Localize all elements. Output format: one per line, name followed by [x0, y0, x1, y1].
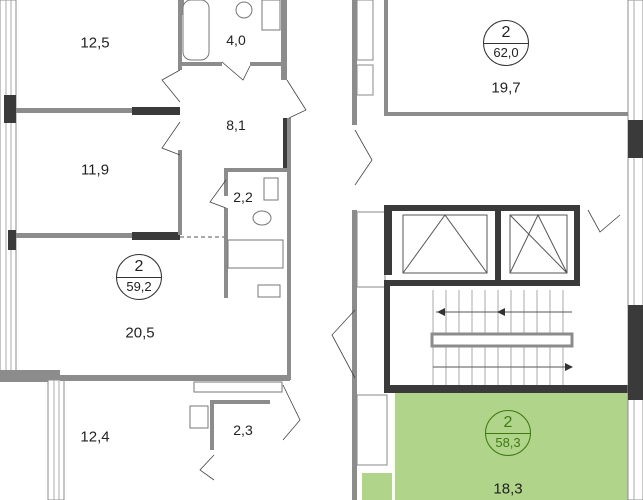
- apartment-rooms: 2: [117, 255, 161, 278]
- room-area-label: 19,7: [491, 79, 521, 97]
- room-area-label: 12,4: [80, 428, 110, 446]
- room-area-label: 18,3: [493, 480, 523, 498]
- room-area-label: 2,2: [233, 189, 253, 205]
- room-area-label: 4,0: [226, 32, 246, 48]
- apartment-badge[interactable]: 2 59,2: [116, 254, 162, 300]
- apartment-badge[interactable]: 2 62,0: [483, 20, 529, 66]
- room-area-label: 20,5: [125, 324, 155, 342]
- corridor-walls: [352, 0, 643, 500]
- room-area-label: 8,1: [226, 117, 246, 133]
- corridor-door: [331, 309, 356, 379]
- room-area-label: 11,9: [80, 161, 110, 179]
- corridor-door: [354, 129, 373, 186]
- elevator-large: [402, 214, 488, 274]
- room-area-label: 2,3: [233, 422, 253, 438]
- toilet: [252, 210, 272, 226]
- toilet: [235, 1, 253, 19]
- right-exterior-wall: [627, 0, 643, 500]
- apartment-rooms: 2: [486, 411, 530, 434]
- left-exterior-wall: [0, 0, 65, 500]
- apartment-rooms: 2: [484, 21, 528, 44]
- stair-core: [384, 205, 643, 393]
- room-area-label: 12,5: [80, 34, 110, 52]
- apartment-area: 59,2: [126, 279, 152, 294]
- apartment-area: 58,3: [495, 435, 521, 450]
- sink: [263, 177, 279, 201]
- apartment-badge-selected[interactable]: 2 58,3: [485, 410, 531, 456]
- apartment-area: 62,0: [493, 45, 519, 60]
- door: [587, 209, 621, 233]
- doors: [161, 61, 307, 481]
- interior-walls: [16, 0, 291, 450]
- bathtub: [182, 0, 210, 61]
